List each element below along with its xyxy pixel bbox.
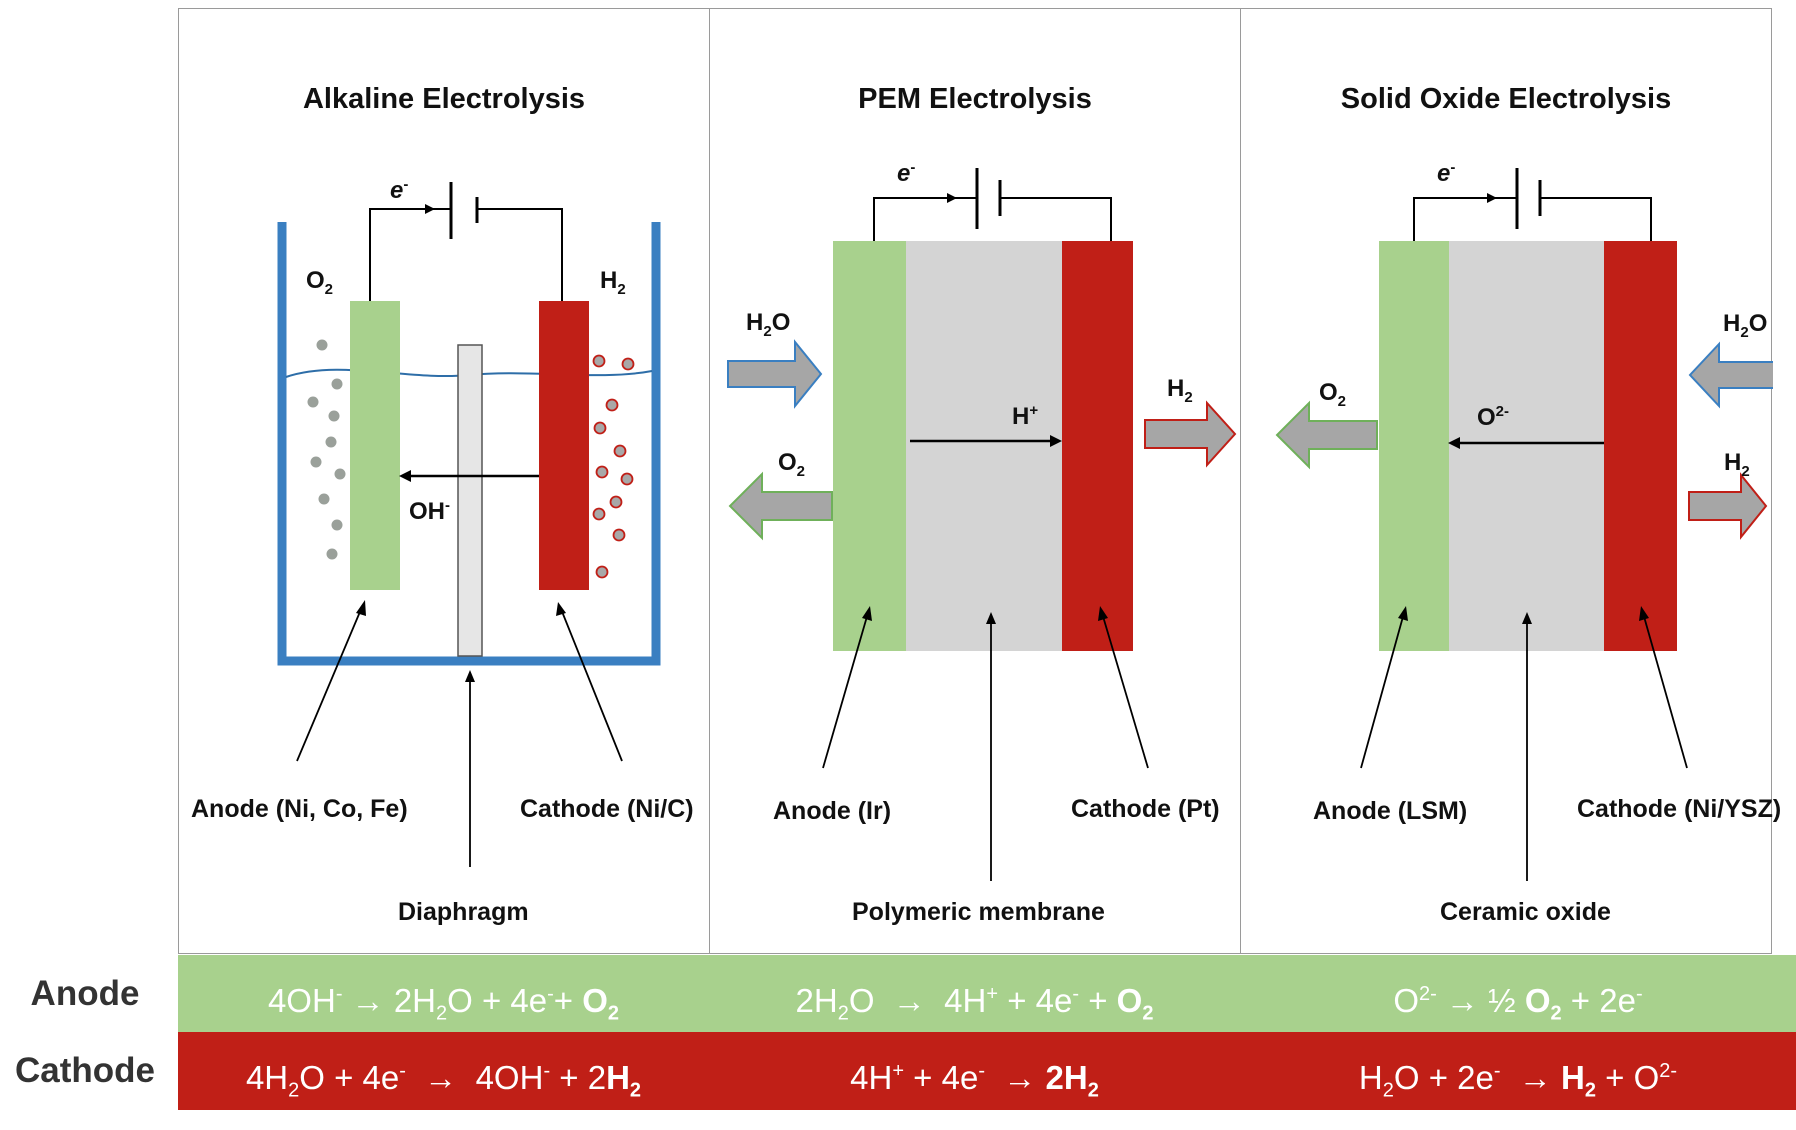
cathode-equation-row: 4H2O + 4e- → 4OH- + 2H2 4H+ + 4e- → 2H2 …: [178, 1032, 1796, 1110]
ceramic-oxide: [1449, 241, 1604, 651]
ion-label: OH-: [409, 497, 450, 525]
panel-alkaline: Alkaline Electrolysis: [178, 8, 710, 954]
ion-label: O2-: [1477, 403, 1510, 431]
cathode-wire: [1000, 197, 1112, 241]
cathode-material-label: Cathode (Ni/YSZ): [1577, 795, 1782, 823]
soe-cell-diagram: [1275, 168, 1773, 881]
soe-anode-equation: O2- → ½ O2 + 2e-: [1393, 982, 1643, 1025]
anode-wire: [1413, 197, 1517, 241]
cathode-pointer-head: [556, 602, 566, 616]
anode-pointer: [296, 606, 363, 762]
ion-arrow-head: [1448, 437, 1460, 449]
soe-cathode-equation: H2O + 2e- → H2 + O2-: [1358, 1059, 1678, 1102]
o2-outlet-label: O2: [1319, 379, 1347, 410]
o2-outlet-arrow: [728, 471, 833, 541]
anode-material-label: Anode (Ni, Co, Fe): [191, 795, 408, 823]
electron-arrow-head: [425, 204, 435, 214]
pem-anode-equation: 2H2O → 4H+ + 4e- + O2: [795, 982, 1154, 1025]
alkaline-cell-diagram: [277, 182, 661, 867]
h2o-inlet-label: H2O: [746, 309, 791, 340]
h2o-inlet-arrow: [727, 339, 823, 409]
o2-label: O2: [306, 267, 334, 298]
anode-pointer-head: [356, 600, 366, 616]
h2-bubbles: [592, 354, 635, 579]
h2-outlet-label: H2: [1167, 375, 1193, 406]
electron-arrow-head: [1487, 193, 1497, 203]
cathode-material-label: Cathode (Ni/C): [520, 795, 694, 823]
alkaline-anode-equation: 4OH- → 2H2O + 4e-+ O2: [267, 982, 620, 1025]
separator-label: Ceramic oxide: [1440, 898, 1611, 926]
polymeric-membrane: [906, 241, 1062, 651]
cathode-material-label: Cathode (Pt): [1071, 795, 1220, 823]
panel-title-alkaline: Alkaline Electrolysis: [302, 83, 586, 115]
anode-pointer: [822, 612, 869, 769]
anode-material-label: Anode (Ir): [773, 797, 892, 825]
cathode-pointer-head: [1098, 606, 1108, 621]
pem-cathode-equation: 4H+ + 4e- → 2H2: [850, 1059, 1099, 1102]
panel-title-pem: PEM Electrolysis: [858, 83, 1092, 115]
h2o-inlet-label: H2O: [1723, 310, 1768, 341]
h2-label: H2: [600, 267, 626, 298]
anode-electrode: [350, 301, 400, 590]
h2-outlet-arrow: [1688, 472, 1768, 540]
cathode-wire: [1540, 197, 1652, 241]
membrane-pointer-head: [986, 612, 996, 624]
cathode-electrode: [1604, 241, 1677, 651]
diaphragm-pointer-head: [465, 670, 475, 682]
separator-label: Diaphragm: [398, 898, 529, 926]
panel-pem: PEM Electrolysis e- H2O O2 H2 H+ Anode (…: [709, 8, 1241, 954]
cathode-pointer: [560, 608, 623, 762]
row-label-cathode: Cathode: [15, 1051, 155, 1090]
ion-label: H+: [1012, 402, 1039, 430]
ion-arrow-head: [1050, 435, 1062, 447]
anode-electrode: [1379, 241, 1449, 651]
o2-outlet-label: O2: [778, 449, 806, 480]
h2-outlet-label: H2: [1724, 449, 1750, 480]
anode-pointer: [1360, 612, 1405, 769]
cathode-pointer-head: [1639, 606, 1649, 621]
electrolyte-tank: [277, 222, 661, 666]
diaphragm: [457, 344, 483, 657]
alkaline-cathode-equation: 4H2O + 4e- → 4OH- + 2H2: [245, 1059, 642, 1102]
o2-bubbles: [307, 339, 346, 560]
separator-label: Polymeric membrane: [852, 898, 1105, 926]
h2-outlet-arrow: [1144, 400, 1237, 468]
anode-wire: [873, 197, 977, 241]
pem-cell-diagram: [727, 168, 1237, 881]
electron-label: e-: [1437, 159, 1456, 187]
anode-pointer-head: [1398, 606, 1408, 621]
electron-label: e-: [897, 159, 916, 187]
anode-material-label: Anode (LSM): [1313, 797, 1468, 825]
anode-equation-row: 4OH- → 2H2O + 4e-+ O2 2H2O → 4H+ + 4e- +…: [178, 955, 1796, 1033]
h2o-inlet-arrow: [1688, 341, 1773, 409]
electron-label: e-: [390, 176, 409, 204]
cathode-electrode: [539, 301, 589, 590]
electron-arrow-head: [947, 193, 957, 203]
anode-pointer-head: [862, 606, 872, 621]
panel-title-soe: Solid Oxide Electrolysis: [1340, 83, 1672, 115]
cathode-pointer: [1642, 612, 1688, 769]
cathode-electrode: [1062, 241, 1133, 651]
o2-outlet-arrow: [1275, 400, 1378, 470]
panel-soe: Solid Oxide Electrolysis e- O2 H2O H2 O2…: [1240, 8, 1781, 954]
cathode-pointer: [1101, 612, 1149, 769]
cathode-wire: [477, 208, 563, 301]
ceramic-pointer-head: [1522, 612, 1532, 624]
ion-arrow-head: [399, 470, 411, 482]
row-label-anode: Anode: [30, 974, 140, 1013]
anode-wire: [369, 208, 451, 301]
anode-electrode: [833, 241, 906, 651]
